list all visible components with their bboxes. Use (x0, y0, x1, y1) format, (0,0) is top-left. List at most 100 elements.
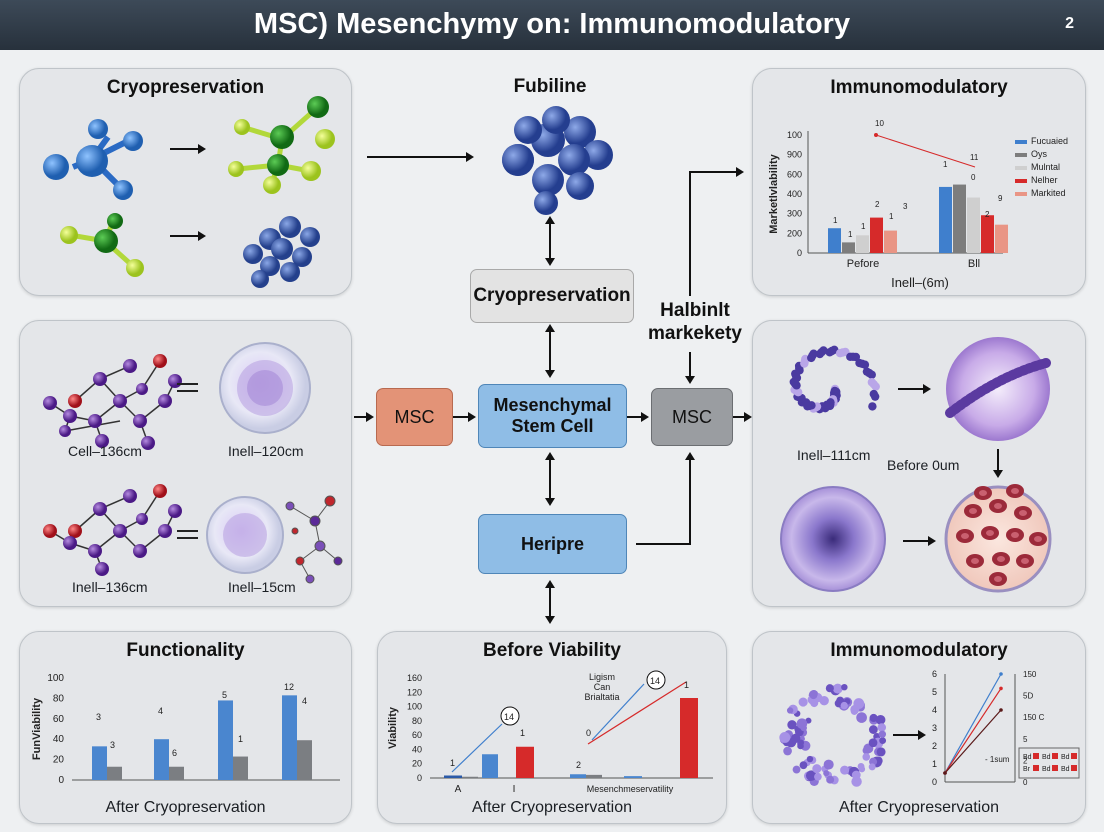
bead (858, 763, 865, 770)
panel-cell-comparison: Cell–136cm Inell–120cm Inell–136cm Inell… (19, 320, 352, 607)
arrow-icon (898, 384, 931, 394)
small-green-molecule-icon (60, 213, 144, 277)
x-tick-label: Mesenchmeservatility (587, 784, 674, 794)
panel-viability-chart: Before Viability 160120100806040200Viabi… (377, 631, 727, 824)
msc-input-box[interactable]: MSC (376, 388, 453, 446)
arrow-icon (170, 144, 206, 154)
blood-cell-center (961, 533, 969, 539)
data-label: 1 (943, 160, 948, 169)
bead (878, 723, 887, 732)
trend-point (874, 133, 878, 137)
data-label: 0 (971, 173, 976, 182)
y-tick-label: 100 (787, 130, 802, 140)
y-tick-label: 60 (53, 714, 65, 725)
bar (107, 767, 122, 780)
blood-cell-center (994, 576, 1002, 582)
arrow-icon (170, 231, 206, 241)
bar (444, 776, 462, 779)
y-axis-label: Marketlvlability (768, 153, 780, 233)
data-label: 2 (985, 210, 990, 219)
bar (482, 754, 498, 778)
y-tick-label: 6 (932, 669, 937, 679)
bar (884, 231, 897, 253)
bar (516, 747, 534, 778)
y-tick-label: 4 (932, 705, 937, 715)
cell-comparison-illustrations (20, 321, 353, 608)
x-tick-label: A (455, 784, 462, 795)
blood-cell-center (1019, 510, 1027, 516)
y-tick-label: 80 (412, 716, 422, 726)
msc-output-box[interactable]: MSC (651, 388, 733, 446)
bead (810, 692, 818, 700)
legend-label: Bd (1061, 754, 1070, 761)
legend-label: Fucuaied (1031, 136, 1068, 146)
data-label: 6 (172, 748, 177, 758)
bead (819, 696, 828, 705)
data-label: 5 (222, 690, 227, 700)
heripre-box[interactable]: Heripre (478, 514, 627, 574)
bead (840, 766, 849, 775)
y-tick-label: 5 (932, 687, 937, 697)
bar (233, 757, 248, 780)
bead (798, 740, 804, 746)
x-tick-label: Bll (968, 258, 980, 270)
x-axis-label: Inell–(6m) (891, 275, 949, 290)
data-label: 1 (861, 222, 866, 231)
cell-size-label: Inell–136cm (72, 579, 148, 595)
y-tick-label: 20 (53, 755, 65, 766)
bar (828, 228, 841, 253)
bead (793, 766, 801, 774)
legend-label: Mulntal (1031, 162, 1060, 172)
bead (868, 378, 876, 386)
x-tick-label: I (513, 784, 516, 795)
series-point (999, 708, 1003, 712)
bead (868, 402, 876, 410)
central-cell-cluster-icon (502, 106, 613, 215)
legend-swatch (1033, 753, 1039, 759)
cell-size-label: Inell–120cm (228, 443, 304, 459)
data-label: 1 (848, 230, 853, 239)
panel-cell-transformation: Inell–111cm Before 0um (752, 320, 1086, 607)
data-label: 11 (970, 153, 979, 162)
blue-molecule-icon (43, 119, 143, 200)
header-bar: MSC) Mesenchymy on: Immunomodulatory 2 (0, 0, 1104, 50)
molecule-illustrations (20, 69, 353, 297)
y-tick-label: 900 (787, 150, 802, 160)
y-tick-label: 200 (787, 228, 802, 238)
data-label: 1 (450, 758, 455, 768)
y-axis-label: FunViability (31, 697, 43, 760)
y-tick-label: 0 (932, 777, 937, 787)
blood-cell-center (1011, 532, 1019, 538)
y-tick-label: 300 (787, 209, 802, 219)
bar (680, 698, 698, 778)
bead (793, 374, 801, 382)
cell-ring-icon (779, 684, 886, 787)
y-tick-label-right: 5 (1023, 735, 1028, 744)
blood-cell-center (997, 556, 1005, 562)
panel-caption: After Cryopreservation (20, 799, 351, 817)
y-tick-label: 160 (407, 673, 422, 683)
bar (870, 218, 883, 253)
blood-cell-center (1011, 488, 1019, 494)
data-label: 4 (158, 706, 163, 716)
data-label: 9 (998, 194, 1003, 203)
fubiline-title: Fubiline (440, 76, 660, 98)
bead (879, 737, 886, 744)
legend-swatch (1052, 765, 1058, 771)
y-tick-label: 0 (417, 773, 422, 783)
x-tick-label: Pefore (847, 258, 879, 270)
data-label: 14 (650, 676, 660, 686)
equals-icon (177, 531, 198, 538)
mesenchymal-stem-cell-box[interactable]: Mesenchymal Stem Cell (478, 384, 627, 448)
bead (856, 712, 867, 723)
bead (863, 367, 871, 375)
bead (833, 684, 843, 694)
cryopreservation-box[interactable]: Cryopreservation (470, 269, 634, 323)
legend-label: Bd (1042, 766, 1051, 773)
data-label: 2 (875, 200, 880, 209)
y-tick-label: 3 (932, 723, 937, 733)
bead (862, 753, 870, 761)
legend-label: Bd (1061, 766, 1070, 773)
data-label: 12 (284, 682, 294, 692)
y-tick-label: 0 (58, 775, 64, 786)
